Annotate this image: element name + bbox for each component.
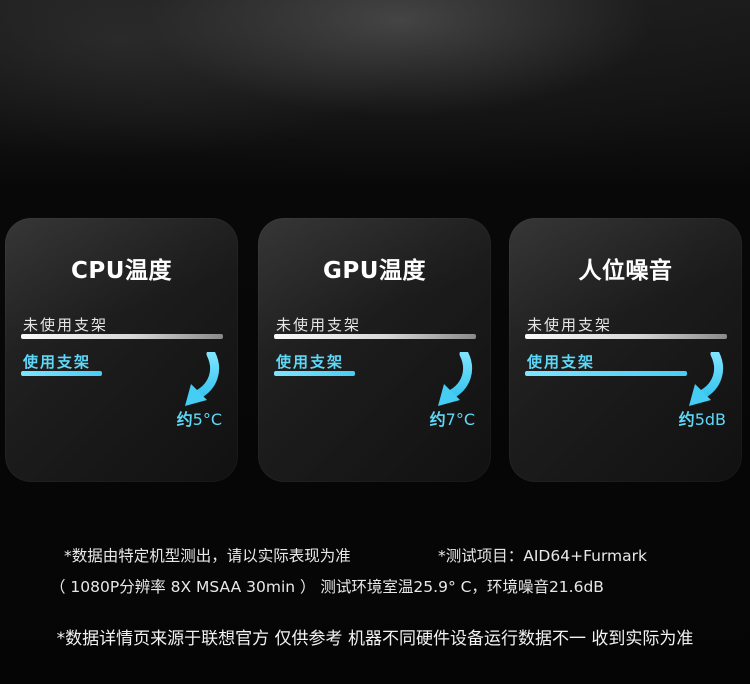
without-stand-label: 未使用支架 xyxy=(527,316,613,334)
reduction-value: 约5dB xyxy=(679,406,726,430)
curved-down-arrow-icon xyxy=(689,352,723,406)
reduction-prefix: 约 xyxy=(429,410,446,429)
reduction-prefix: 约 xyxy=(678,410,695,429)
card-title: CPU温度 xyxy=(71,258,172,284)
without-stand-label: 未使用支架 xyxy=(276,316,362,334)
reduction-value: 约5°C xyxy=(177,406,222,430)
with-stand-label: 使用支架 xyxy=(276,353,345,371)
reduction-value: 约7°C xyxy=(430,406,475,430)
reduction-prefix: 约 xyxy=(176,410,193,429)
disclaimer: *数据详情页来源于联想官方 仅供参考 机器不同硬件设备运行数据不一 收到实际为准 xyxy=(56,629,694,649)
without-stand-bar xyxy=(274,334,476,339)
without-stand-bar xyxy=(525,334,727,339)
with-stand-bar xyxy=(21,371,102,376)
card-title: 人位噪音 xyxy=(578,258,673,284)
note-test-conditions: （ 1080P分辨率 8X MSAA 30min ） 测试环境室温25.9° C… xyxy=(50,578,604,596)
note-test-machine: *数据由特定机型测出，请以实际表现为准 xyxy=(64,547,351,565)
card-gpu-temperature: GPU温度 未使用支架 使用支架 约7°C xyxy=(258,218,491,482)
note-test-item: *测试项目：AID64+Furmark xyxy=(438,547,648,565)
with-stand-bar xyxy=(525,371,687,376)
with-stand-label: 使用支架 xyxy=(527,353,596,371)
card-title: GPU温度 xyxy=(323,258,426,284)
curved-down-arrow-icon xyxy=(185,352,219,406)
reduction-amount: 5dB xyxy=(694,410,726,429)
card-user-noise: 人位噪音 未使用支架 使用支架 约5dB xyxy=(509,218,742,482)
card-cpu-temperature: CPU温度 未使用支架 使用支架 约5°C xyxy=(5,218,238,482)
without-stand-bar xyxy=(21,334,223,339)
reduction-amount: 7°C xyxy=(445,410,475,429)
reduction-amount: 5°C xyxy=(192,410,222,429)
curved-down-arrow-icon xyxy=(438,352,472,406)
with-stand-label: 使用支架 xyxy=(23,353,92,371)
top-glow xyxy=(0,0,750,190)
with-stand-bar xyxy=(274,371,355,376)
without-stand-label: 未使用支架 xyxy=(23,316,109,334)
